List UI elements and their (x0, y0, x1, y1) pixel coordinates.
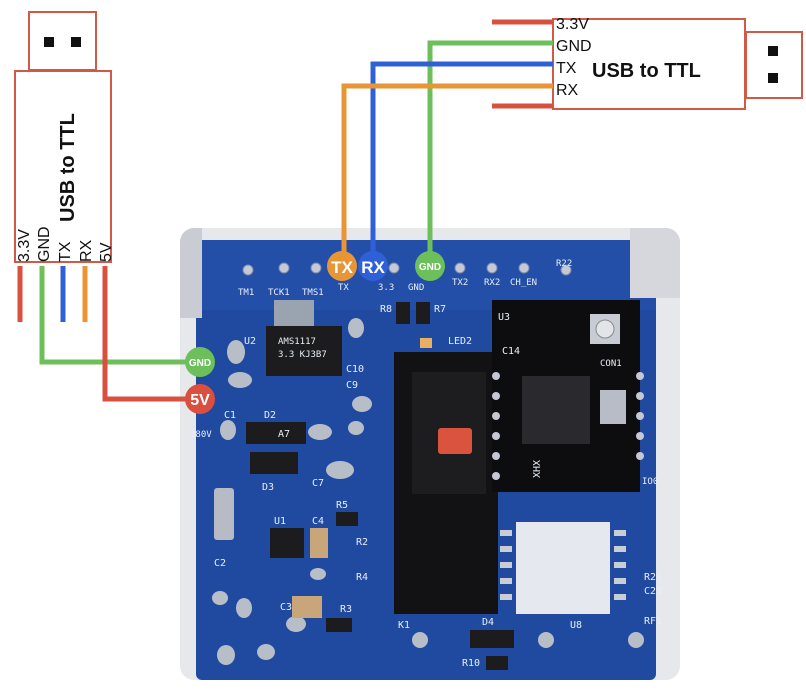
silk-c2: C2 (214, 558, 226, 569)
silk-r2: R2 (356, 537, 368, 548)
silk-u3: U3 (498, 312, 510, 323)
chip-u8 (516, 522, 610, 614)
diode-d2 (246, 422, 306, 444)
silk-u1: U1 (274, 516, 286, 527)
right-pin-3v3: 3.3V (556, 16, 589, 33)
silk-r22: R22 (556, 259, 572, 269)
silk-tx: TX (338, 283, 349, 293)
silk-xhx: XHX (532, 460, 543, 478)
silk-con1: CON1 (600, 359, 622, 369)
wifi-chip (522, 376, 590, 444)
right-pin-gnd: GND (556, 38, 592, 55)
right-pin-rx: RX (556, 82, 579, 99)
wire-right-gnd (427, 40, 553, 258)
silk-k1: K1 (398, 620, 410, 631)
silk-d2: D2 (264, 410, 276, 421)
silk-c9: C9 (346, 380, 358, 391)
adapter-body-left (14, 70, 112, 263)
silk-led2: LED2 (448, 336, 472, 347)
badge-5v: 5V (185, 384, 215, 414)
usb-ttl-adapter-right: USB to TTL 3.3V GND TX RX (552, 16, 803, 110)
header-holes (242, 262, 572, 276)
silk-c7: C7 (312, 478, 324, 489)
badge-gnd-left: GND (185, 347, 215, 377)
silk-ams-code: 3.3 KJ3B7 (278, 350, 327, 360)
silk-gnd: GND (408, 283, 424, 293)
right-pin-tx: TX (556, 60, 577, 77)
svg-text:RX: RX (361, 258, 385, 277)
silk-rf1: RF1 (644, 616, 662, 627)
u8-pins (500, 530, 626, 600)
left-pin-rx: RX (78, 239, 95, 262)
left-pin-3v3: 3.3V (16, 229, 33, 262)
relay-red-button (438, 428, 472, 454)
silk-ch-en: CH_EN (510, 278, 537, 288)
silk-380v: 380V (190, 430, 212, 440)
chip-u1 (270, 528, 304, 558)
wire-right-rx (341, 83, 553, 258)
usb-plug-right (745, 31, 803, 99)
silk-tck1: TCK1 (268, 288, 290, 298)
svg-text:TX: TX (331, 258, 353, 277)
silk-r7: R7 (434, 304, 446, 315)
solder-pads (212, 318, 644, 665)
board-photo: TM1 TCK1 TMS1 TX 3.3 GND TX2 RX2 CH_EN R… (180, 228, 680, 680)
silk-r3: R3 (340, 604, 352, 615)
adapter-right-title: USB to TTL (592, 60, 701, 82)
silk-r4: R4 (356, 572, 368, 583)
silk-c1: C1 (224, 410, 236, 421)
badge-tx: TX (327, 251, 357, 281)
svg-text:5V: 5V (190, 392, 210, 409)
silk-r5: R5 (336, 500, 348, 511)
usb-ttl-adapter-left: USB to TTL 3.3V GND TX RX 5V (14, 11, 115, 263)
silk-u8: U8 (570, 620, 582, 631)
module-pads (492, 372, 644, 480)
silk-d3: D3 (262, 482, 274, 493)
silk-c3: C3 (280, 602, 292, 613)
silk-r10: R10 (462, 658, 480, 669)
left-pin-tx: TX (57, 241, 74, 262)
left-pin-gnd: GND (36, 226, 53, 262)
wire-left-gnd (39, 266, 186, 365)
regulator-chip (266, 326, 342, 376)
silk-tx2: TX2 (452, 278, 468, 288)
silk-ams1117: AMS1117 (278, 337, 316, 347)
silk-rx2: RX2 (484, 278, 500, 288)
silk-tm1: TM1 (238, 288, 254, 298)
silk-io0: IO0 (642, 477, 658, 487)
silk-c4: C4 (312, 516, 324, 527)
svg-text:GND: GND (189, 358, 211, 369)
usb-plug-left (28, 11, 97, 71)
silk-c14: C14 (502, 346, 520, 357)
silk-3v3: 3.3 (378, 283, 394, 293)
svg-text:GND: GND (419, 262, 441, 273)
wire-right-tx (370, 61, 553, 258)
adapter-left-title: USB to TTL (57, 113, 79, 222)
silk-r26: R26 (644, 572, 662, 583)
badge-rx: RX (358, 251, 388, 281)
silk-r8: R8 (380, 304, 392, 315)
silk-d4: D4 (482, 617, 494, 628)
wire-left-5v (102, 266, 186, 402)
silk-c10: C10 (346, 364, 364, 375)
silk-tms1: TMS1 (302, 288, 324, 298)
silk-a7: A7 (278, 429, 290, 440)
left-pin-5v: 5V (98, 242, 115, 262)
silk-u2: U2 (244, 336, 256, 347)
silk-c23: C23 (644, 586, 662, 597)
badge-gnd-top: GND (415, 251, 445, 281)
